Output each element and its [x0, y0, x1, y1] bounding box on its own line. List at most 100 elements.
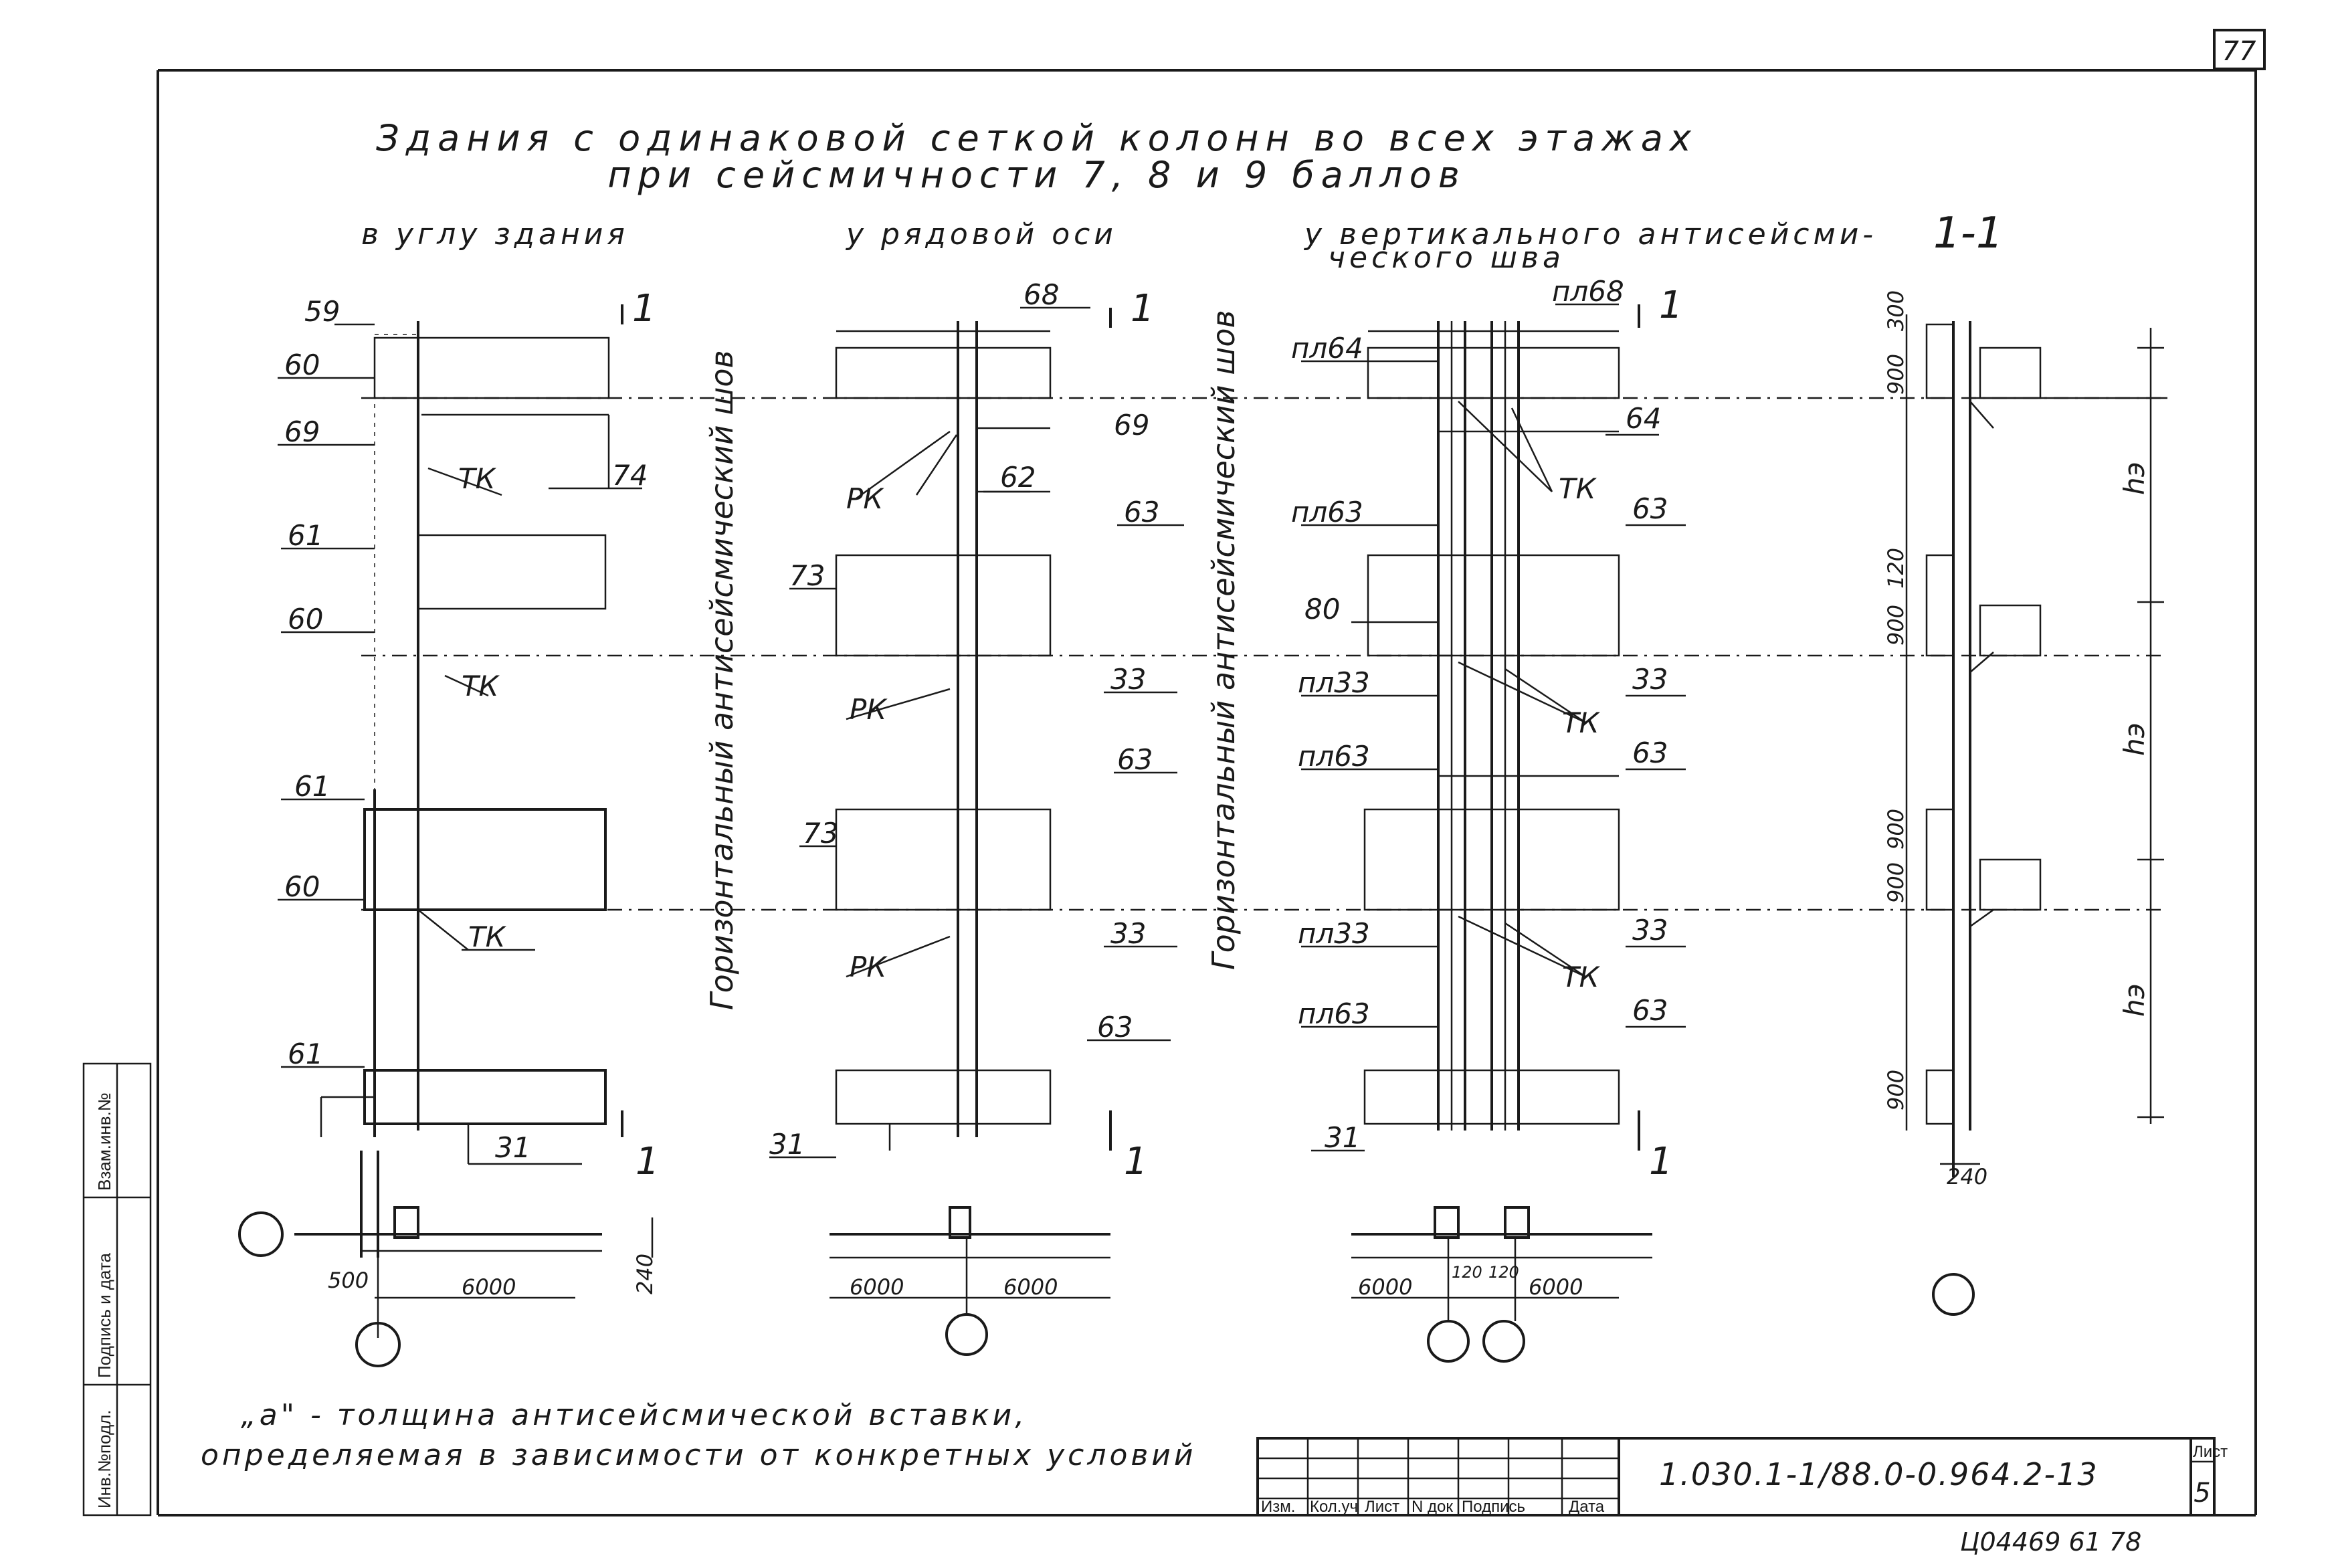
cut-dim-900b: 900 — [1883, 605, 1909, 646]
joint-label-tk1: ТК — [1559, 472, 1597, 505]
corner-label-60b: 60 — [288, 603, 323, 635]
joint-label-pl64: пл64 — [1291, 332, 1363, 365]
row-label-33a: 33 — [1110, 663, 1146, 696]
drawing-title-line1: Здания с одинаковой сеткой колонн во все… — [376, 117, 1698, 159]
corner-dim-240: 240 — [632, 1254, 658, 1294]
joint-section-bottom: 1 — [1649, 1140, 1673, 1183]
row-label-63a: 63 — [1124, 496, 1159, 528]
corner-section-bottom: 1 — [636, 1140, 660, 1183]
row-label-69: 69 — [1114, 409, 1149, 442]
row-labels: 68 1 69 РК 62 63 73 РК 33 63 73 РК 33 63… — [769, 278, 1159, 1300]
row-label-73a: 73 — [789, 559, 825, 592]
stamp-col-doc: N док — [1412, 1498, 1453, 1516]
corner-dim-500: 500 — [328, 1268, 369, 1293]
joint-labels: пл68 1 пл64 64 ТК пл63 63 80 пл33 33 ТК … — [1291, 275, 1683, 1300]
corner-label-74: 74 — [612, 459, 648, 492]
side-stamp-sign: Подпись и дата — [94, 1252, 114, 1378]
corner-dim-6000: 6000 — [462, 1274, 516, 1300]
title-block — [1256, 1437, 2216, 1516]
joint-label-64: 64 — [1626, 402, 1661, 435]
row-label-68: 68 — [1024, 278, 1059, 311]
joint-label-63a: 63 — [1632, 492, 1668, 525]
corner-label-31: 31 — [495, 1131, 530, 1164]
heading-cut: 1-1 — [1933, 209, 2004, 258]
side-stamp-replace: Взам.инв.№ — [94, 1092, 114, 1191]
stamp-sheet-label: Лист — [2193, 1443, 2228, 1461]
row-label-31: 31 — [769, 1128, 805, 1161]
corner-labels: 59 60 69 ТК 74 61 60 ТК 61 60 ТК 61 31 1… — [284, 287, 660, 1300]
joint-label-tk3: ТК — [1562, 961, 1601, 993]
corner-label-tk2: ТК — [462, 670, 500, 702]
corner-label-61b: 61 — [294, 770, 330, 803]
row-label-63c: 63 — [1097, 1011, 1133, 1044]
row-label-rk3: РК — [850, 951, 888, 983]
heading-corner: в углу здания — [361, 217, 629, 252]
row-label-33b: 33 — [1110, 917, 1146, 950]
joint-label-33a: 33 — [1632, 663, 1668, 696]
row-label-73b: 73 — [803, 817, 838, 850]
vertical-note-right: Горизонтальный антисейсмический шов — [1205, 310, 1242, 970]
stamp-col-kol: Кол.уч — [1310, 1498, 1358, 1516]
corner-section-top: 1 — [632, 287, 656, 330]
joint-dim-120a: 120 — [1452, 1263, 1482, 1282]
vertical-note-left: Горизонтальный антисейсмический шов — [704, 350, 740, 1010]
cut-dim-120: 120 — [1883, 548, 1909, 589]
joint-label-pl63a: пл63 — [1291, 496, 1363, 528]
drawing-title-line2: при сейсмичности 7, 8 и 9 баллов — [607, 154, 1466, 196]
corner-label-59: 59 — [304, 295, 340, 328]
corner-label-61a: 61 — [288, 519, 323, 552]
corner-drawing — [238, 304, 654, 1367]
stamp-sheet-number: 5 — [2194, 1478, 2210, 1508]
joint-label-pl63c: пл63 — [1298, 997, 1370, 1030]
row-label-rk2: РК — [850, 693, 888, 726]
page-number: 77 — [2222, 36, 2256, 67]
cut-labels: 300 900 hэ 120 900 hэ 900 900 hэ 900 240 — [1883, 290, 2151, 1189]
joint-label-pl68: пл68 — [1552, 275, 1624, 308]
stamp-col-sign: Подпись — [1462, 1498, 1525, 1516]
note-line2: определяемая в зависимости от конкретных… — [201, 1438, 1197, 1472]
cut-h1: hэ — [2118, 462, 2151, 495]
floor-axis-lines — [361, 397, 2167, 911]
cut-dim-300: 300 — [1883, 290, 1909, 331]
joint-dim-6000a: 6000 — [1358, 1274, 1412, 1300]
archive-stamp: Ц04469 61 78 — [1960, 1527, 2141, 1557]
cut-dim-900e: 900 — [1883, 1070, 1909, 1110]
heading-joint-1: у вертикального антисейсми- — [1303, 217, 1877, 252]
cut-dim-900a: 900 — [1883, 354, 1909, 395]
cut-drawing — [1905, 314, 2167, 1316]
joint-label-tk2: ТК — [1562, 706, 1601, 739]
drawing-code: 1.030.1-1/88.0-0.964.2-13 — [1659, 1456, 2099, 1492]
joint-section-top: 1 — [1659, 284, 1683, 327]
joint-dim-6000b: 6000 — [1529, 1274, 1583, 1300]
row-dim-6000b: 6000 — [1003, 1274, 1058, 1300]
heading-joint-2: ческого шва — [1328, 241, 1565, 275]
cut-dim-240: 240 — [1947, 1164, 1987, 1189]
heading-row: у рядовой оси — [845, 217, 1117, 252]
cut-h2: hэ — [2118, 722, 2151, 756]
joint-label-63c: 63 — [1632, 994, 1668, 1027]
stamp-col-date: Дата — [1569, 1498, 1605, 1516]
joint-label-pl33a: пл33 — [1298, 666, 1370, 699]
corner-label-60c: 60 — [284, 870, 320, 903]
corner-label-69: 69 — [284, 415, 320, 448]
joint-label-pl63b: пл63 — [1298, 740, 1370, 773]
joint-label-pl33b: пл33 — [1298, 917, 1370, 950]
side-stamp: Инв.№подл. Подпись и дата Взам.инв.№ — [82, 1062, 152, 1516]
corner-label-tk3: ТК — [468, 920, 507, 953]
corner-label-61c: 61 — [288, 1038, 323, 1070]
stamp-col-izm: Изм. — [1261, 1498, 1295, 1516]
row-drawing — [769, 306, 1184, 1356]
row-label-62: 62 — [1000, 461, 1036, 494]
row-label-63b: 63 — [1117, 743, 1153, 776]
joint-label-63b: 63 — [1632, 737, 1668, 769]
cut-dim-900c: 900 — [1883, 809, 1909, 850]
joint-drawing — [1301, 303, 1686, 1363]
joint-label-33b: 33 — [1632, 914, 1668, 947]
side-stamp-inv: Инв.№подл. — [94, 1409, 114, 1508]
stamp-col-list: Лист — [1365, 1498, 1399, 1516]
corner-label-tk1: ТК — [458, 462, 497, 495]
cut-h3: hэ — [2118, 983, 2151, 1017]
row-dim-6000a: 6000 — [850, 1274, 904, 1300]
joint-dim-120b: 120 — [1488, 1263, 1519, 1282]
